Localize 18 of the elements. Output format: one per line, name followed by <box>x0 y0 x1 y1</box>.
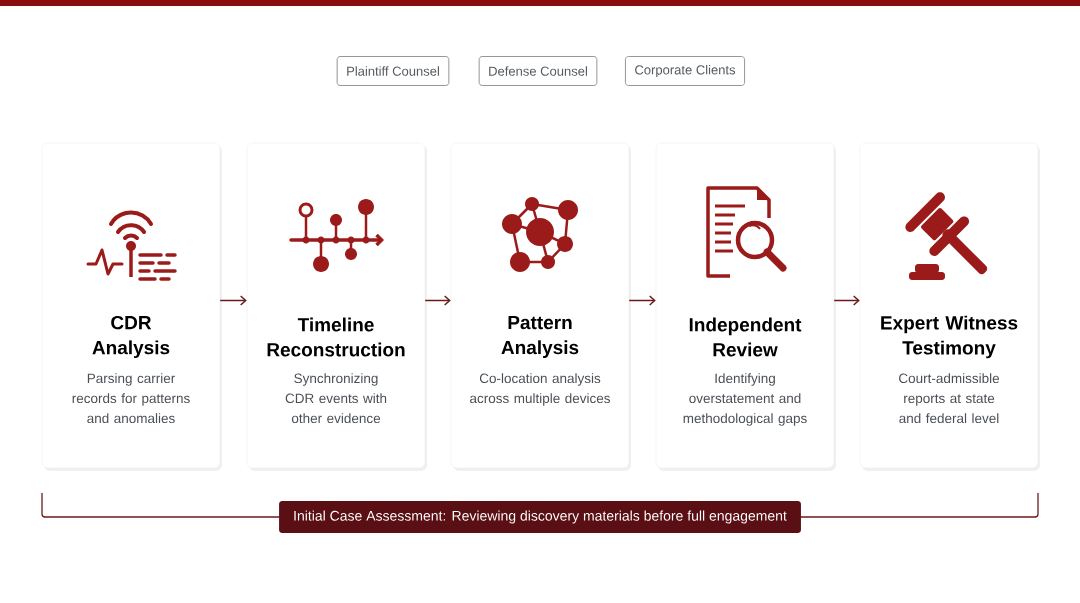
audience-tag: Corporate Clients <box>624 56 746 86</box>
banner: Initial Case Assessment: Reviewing discovery materials before full engagement <box>279 501 801 533</box>
card-title: Expert Witness Testimony <box>881 315 1018 359</box>
audience-tag: Defense Counsel <box>478 56 598 86</box>
card-description: Synchronizing CDR events with other evidence <box>285 373 387 424</box>
audience-tag: Plaintiff Counsel <box>336 56 450 86</box>
card-description: Parsing carrier records for patterns and anomalies <box>72 373 190 424</box>
card-title: Pattern Analysis <box>501 316 579 358</box>
arrow <box>424 295 451 306</box>
card-description: Co-location analysis across multiple devices <box>470 373 610 406</box>
arrow <box>219 295 247 306</box>
arrow <box>833 295 860 306</box>
card-title: Independent Review <box>689 317 802 357</box>
card-description: Identifying overstatement and methodological gaps <box>683 373 807 426</box>
card-title: Timeline Reconstruction <box>267 317 405 357</box>
card-description: Court-admissible reports at state and federal level <box>899 373 1000 424</box>
arrow <box>628 295 656 306</box>
card-title: CDR Analysis <box>92 315 170 359</box>
